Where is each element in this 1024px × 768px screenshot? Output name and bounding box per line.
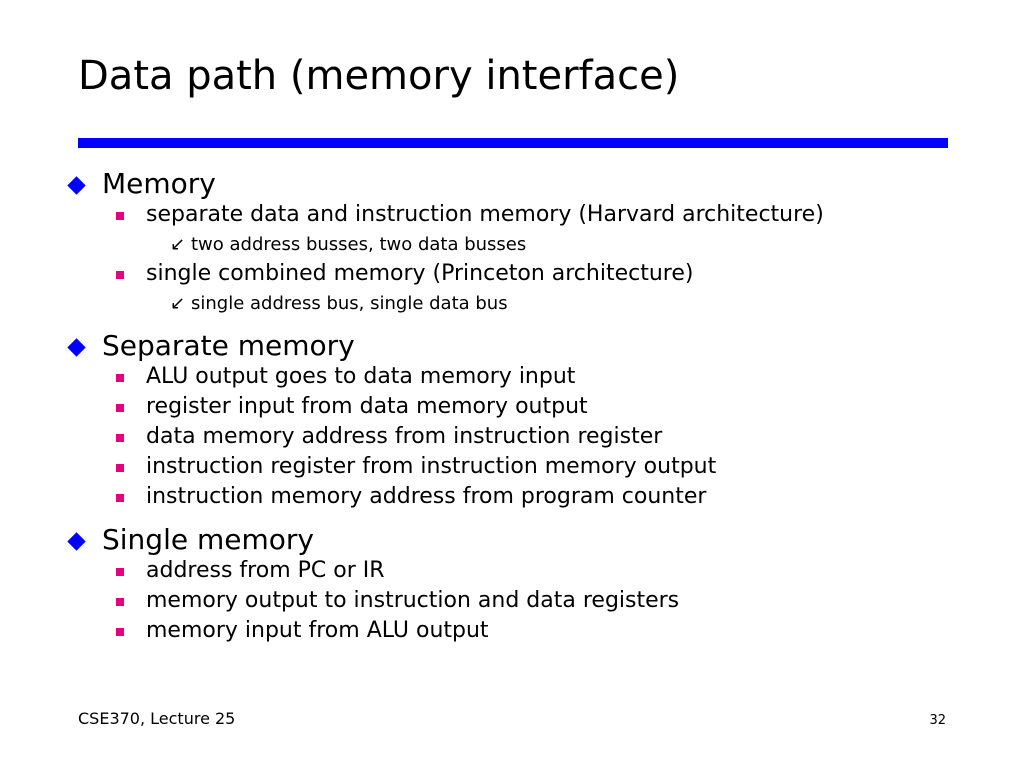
section-heading-text: Memory [102,167,216,200]
bullet-text: instruction memory address from program … [146,484,707,509]
section-heading-memory: Memory [64,168,964,200]
section-heading-text: Single memory [102,523,314,556]
bullet-item: memory output to instruction and data re… [64,586,964,616]
bullet-item: data memory address from instruction reg… [64,422,964,452]
section-heading-separate-memory: Separate memory [64,330,964,362]
bullet-item: separate data and instruction memory (Ha… [64,200,964,230]
slide-title: Data path (memory interface) [78,53,680,99]
square-bullet-icon [116,374,124,382]
diamond-bullet-icon [67,176,86,195]
square-bullet-icon [116,568,124,576]
bullet-text: data memory address from instruction reg… [146,424,663,449]
bullet-item: memory input from ALU output [64,616,964,646]
square-bullet-icon [116,464,124,472]
sub-bullet-item: ↙ two address busses, two data busses [64,230,964,259]
bullet-item: ALU output goes to data memory input [64,362,964,392]
bullet-item: single combined memory (Princeton archit… [64,259,964,289]
bullet-item: address from PC or IR [64,556,964,586]
square-bullet-icon [116,212,124,220]
footer-course-label: CSE370, Lecture 25 [78,709,236,728]
sub-bullet-text: two address busses, two data busses [191,234,527,255]
section-heading-single-memory: Single memory [64,524,964,556]
bullet-text: memory output to instruction and data re… [146,588,680,613]
square-bullet-icon [116,434,124,442]
square-bullet-icon [116,271,124,279]
diamond-bullet-icon [67,532,86,551]
square-bullet-icon [116,494,124,502]
bullet-text: address from PC or IR [146,558,385,583]
bullet-item: instruction register from instruction me… [64,452,964,482]
bullet-item: instruction memory address from program … [64,482,964,512]
slide-content: Memory separate data and instruction mem… [64,168,964,646]
bullet-text: ALU output goes to data memory input [146,364,576,389]
sub-bullet-text: single address bus, single data bus [191,293,508,314]
section-heading-text: Separate memory [102,329,355,362]
arrow-bullet-icon: ↙ [170,293,186,314]
bullet-text: separate data and instruction memory (Ha… [146,202,824,227]
arrow-bullet-icon: ↙ [170,234,186,255]
bullet-item: register input from data memory output [64,392,964,422]
bullet-text: single combined memory (Princeton archit… [146,261,694,286]
bullet-text: memory input from ALU output [146,618,489,643]
diamond-bullet-icon [67,338,86,357]
bullet-text: register input from data memory output [146,394,588,419]
square-bullet-icon [116,598,124,606]
square-bullet-icon [116,404,124,412]
bullet-text: instruction register from instruction me… [146,454,717,479]
title-divider [78,138,948,148]
square-bullet-icon [116,628,124,636]
sub-bullet-item: ↙ single address bus, single data bus [64,289,964,318]
slide-number: 32 [929,713,946,728]
